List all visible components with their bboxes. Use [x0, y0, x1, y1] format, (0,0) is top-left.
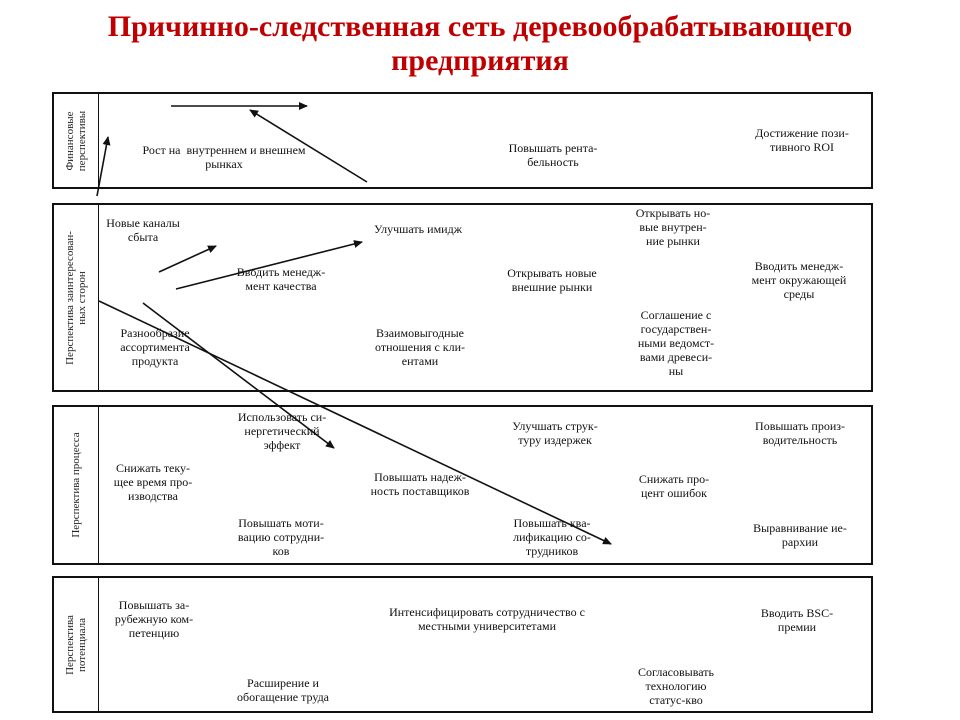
node-state-agreement: Соглашение с государствен- ными ведомст-… — [637, 308, 715, 378]
node-university-cooperation: Интенсифицировать сотрудничество с местн… — [389, 605, 585, 633]
node-profitability: Повышать рента- бельность — [508, 141, 598, 169]
title-line-1: Причинно-следственная сеть деревообрабат… — [107, 10, 853, 43]
title-line-2: предприятия — [391, 44, 569, 77]
node-foreign-competence: Повышать за- рубежную ком- петенцию — [114, 598, 194, 640]
band-potential: Перспектива потенциала — [52, 576, 873, 713]
node-improve-image: Улучшать имидж — [374, 222, 462, 236]
node-assortment: Разнообразие ассортимента продукта — [120, 326, 190, 368]
node-new-domestic-markets: Открывать но- вые внутрен- ние рынки — [635, 206, 711, 248]
band-financial: Финансовые перспективы — [52, 92, 873, 189]
node-roi: Достижение пози- тивного ROI — [755, 126, 849, 154]
node-productivity: Повышать произ- водительность — [755, 419, 845, 447]
band-process: Перспектива процесса — [52, 405, 873, 565]
band-label-cell: Перспектива потенциала — [54, 578, 99, 711]
node-new-channels: Новые каналы сбыта — [106, 216, 180, 244]
node-technology-status-quo: Согласовывать технологию статус-кво — [638, 665, 714, 707]
band-label-cell: Перспектива заинтересован- ных сторон — [54, 205, 99, 390]
arrow-to-profitability — [249, 109, 368, 183]
node-motivation: Повышать моти- вацию сотрудни- ков — [237, 516, 325, 558]
arrow-to-channels — [158, 245, 217, 273]
arrow-to-synergy — [142, 302, 335, 449]
node-hierarchy: Выравнивание ие- рархии — [753, 521, 847, 549]
band-stakeholders: Перспектива заинтересован- ных сторон — [52, 203, 873, 392]
band-label-cell: Перспектива процесса — [54, 407, 99, 563]
node-supplier-reliability: Повышать надеж- ность поставщиков — [370, 470, 470, 498]
node-qualification: Повышать ква- лификацию со- трудников — [513, 516, 591, 558]
node-environment-management: Вводить менедж- мент окружающей среды — [751, 259, 847, 301]
arrow-to-image — [175, 240, 363, 290]
band-label-cell: Финансовые перспективы — [54, 94, 99, 187]
node-growth: Рост на внутреннем и внешнем рынках — [142, 143, 306, 171]
page-title: Причинно-следственная сеть деревообрабат… — [0, 10, 960, 78]
node-work-enrichment: Расширение и обогащение труда — [237, 676, 329, 704]
node-mutual-relations: Взаимовыгодные отношения с кли- ентами — [375, 326, 465, 368]
node-synergy: Использовать си- нергетический эффект — [237, 410, 327, 452]
node-error-rate: Снижать про- цент ошибок — [638, 472, 710, 500]
arrow-left-up — [96, 136, 111, 197]
node-foreign-markets: Открывать новые внешние рынки — [507, 266, 597, 294]
node-quality-management: Вводить менедж- мент качества — [236, 265, 326, 293]
arrow-to-qualification — [98, 300, 612, 545]
node-cost-structure: Улучшать струк- туру издержек — [512, 419, 598, 447]
node-bsc-bonuses: Вводить BSC- премии — [760, 606, 834, 634]
node-production-time: Снижать теку- щее время про- изводства — [113, 461, 193, 503]
